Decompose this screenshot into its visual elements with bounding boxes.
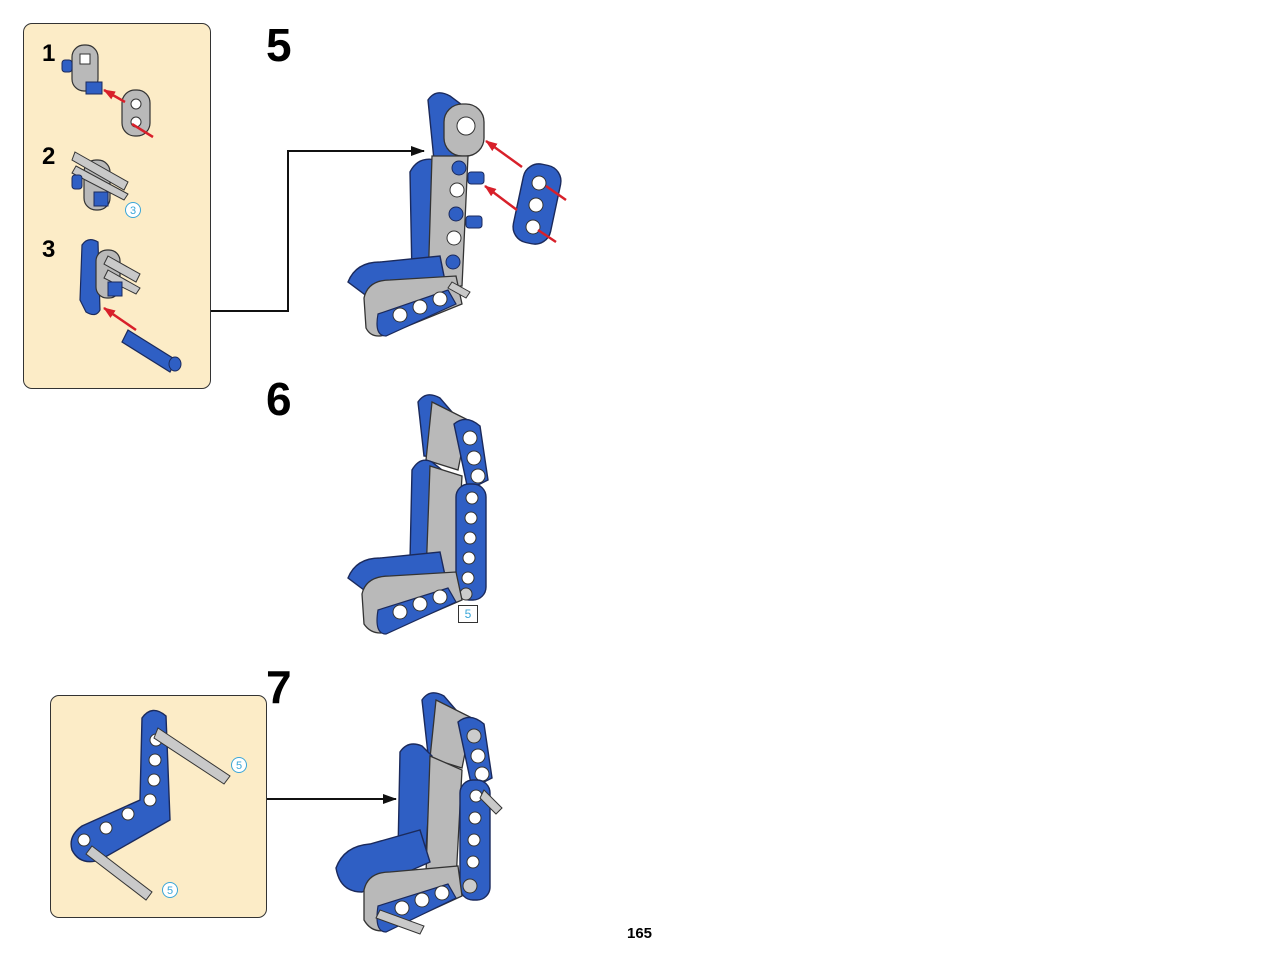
substep2-quantity-badge: 3 [125, 202, 141, 218]
step-number-7: 7 [266, 661, 292, 713]
step-number-5: 5 [266, 19, 292, 71]
page-number: 165 [627, 925, 653, 942]
step6-model [347, 394, 489, 635]
sub-assembly-panel-step5 [23, 23, 211, 389]
substep-number-2: 2 [42, 143, 56, 170]
step6-quantity-box: 5 [458, 605, 478, 623]
step5-model [347, 92, 567, 337]
step-number-6: 6 [266, 373, 292, 425]
substep-number-3: 3 [42, 236, 56, 263]
step7-model [335, 692, 503, 935]
substep-number-1: 1 [42, 40, 56, 67]
axle-bottom-quantity-badge: 5 [162, 882, 178, 898]
axle-top-quantity-badge: 5 [231, 757, 247, 773]
callout-arrow-step5 [211, 146, 425, 312]
step7-sub-assembly [70, 709, 231, 901]
substep3-parts [79, 239, 182, 373]
substep2-parts [71, 151, 129, 211]
substep1-parts [61, 44, 154, 139]
